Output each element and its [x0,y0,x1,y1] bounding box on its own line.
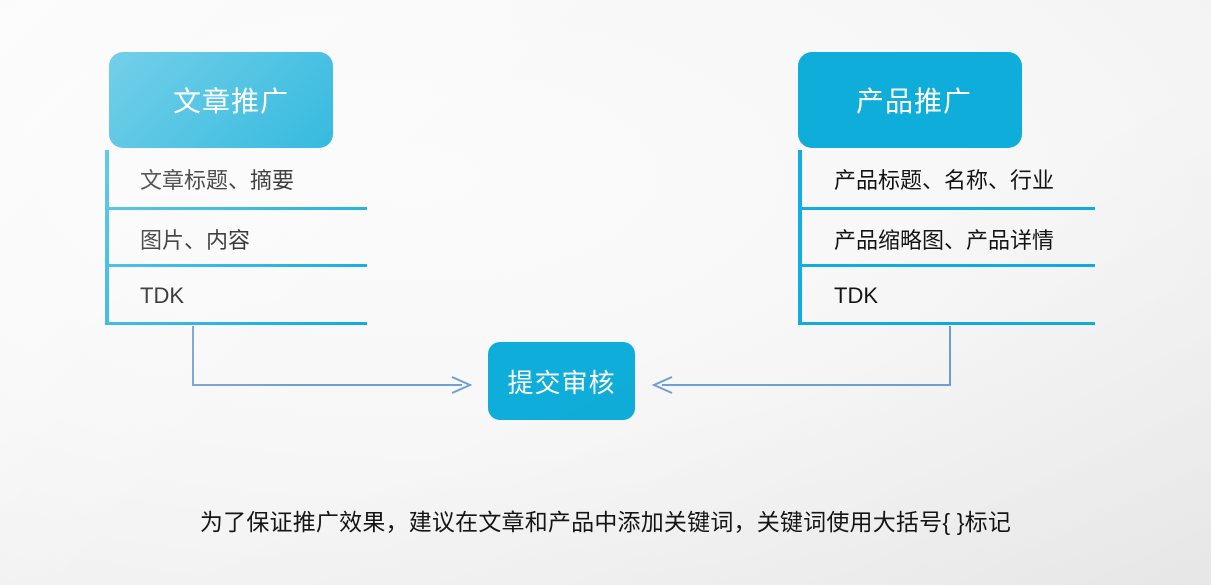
list-item[interactable]: TDK [105,267,367,324]
connector-arrow-right [651,326,951,394]
column-rail-right [798,150,802,325]
row-divider [798,207,1095,210]
list-item-label: 图片、内容 [140,227,251,253]
connector-arrow-left [192,326,473,394]
list-article-promotion: 文章标题、摘要 图片、内容 TDK [105,150,367,325]
list-item-label: TDK [834,282,878,308]
header-box-article-promotion[interactable]: 文章推广 [109,52,333,148]
target-label-submit-review: 提交审核 [507,367,616,398]
column-bottom-rule [105,322,367,325]
list-item-label: 文章标题、摘要 [140,167,295,193]
list-item-label: 产品缩略图、产品详情 [834,227,1055,253]
arrowhead-right-icon [451,376,473,394]
row-divider [105,264,367,267]
arrowhead-left-icon [651,376,673,394]
column-rail-left [105,150,109,325]
list-item[interactable]: 文章标题、摘要 [105,150,367,207]
header-label-article-promotion: 文章推广 [172,86,289,117]
target-box-submit-review[interactable]: 提交审核 [488,342,635,420]
list-item[interactable]: 产品缩略图、产品详情 [798,210,1095,267]
list-item-label: 产品标题、名称、行业 [834,167,1055,193]
column-bottom-rule [798,322,1095,325]
list-item-label: TDK [140,282,184,308]
header-box-product-promotion[interactable]: 产品推广 [798,52,1022,148]
row-divider [105,207,367,210]
row-divider [798,264,1095,267]
list-product-promotion: 产品标题、名称、行业 产品缩略图、产品详情 TDK [798,150,1095,325]
list-item[interactable]: TDK [798,267,1095,324]
list-item[interactable]: 产品标题、名称、行业 [798,150,1095,207]
header-label-product-promotion: 产品推广 [855,86,972,117]
diagram-caption: 为了保证推广效果，建议在文章和产品中添加关键词，关键词使用大括号{ }标记 [199,509,1012,535]
list-item[interactable]: 图片、内容 [105,210,367,267]
